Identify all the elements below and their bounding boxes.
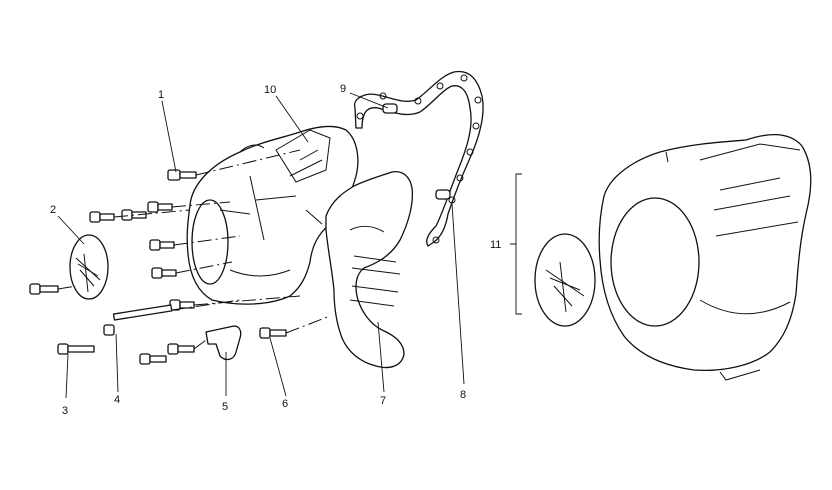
callout-10: 10 [264,84,276,96]
assembly-axis-lines [57,149,331,350]
callout-3: 3 [62,405,68,417]
callout-11: 11 [490,239,501,251]
gasket [353,70,484,247]
callout-9: 9 [340,83,346,95]
assembled-cover [598,134,812,381]
inner-cover-plate [325,170,414,369]
group-bracket [510,173,522,315]
leader-lines [57,92,465,399]
inspection-cap [69,234,109,300]
callout-7: 7 [380,395,386,407]
callout-5: 5 [222,401,228,413]
callout-6: 6 [282,398,288,410]
assembled-inspection-cap [534,233,596,327]
bolt [29,169,287,365]
callout-4: 4 [114,394,120,406]
callout-2: 2 [50,204,56,216]
dowel-pin [382,103,451,200]
engine-cover [186,125,359,305]
callout-8: 8 [460,389,466,401]
clip-bracket [205,325,242,361]
callout-1: 1 [158,89,164,101]
